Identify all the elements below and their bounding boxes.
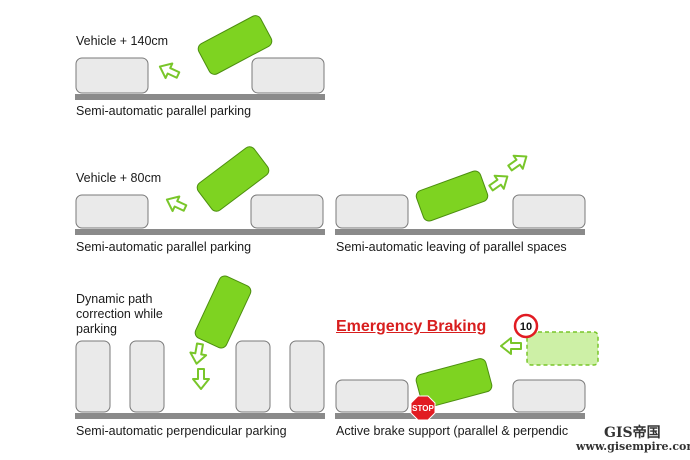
parked-car-left: [335, 194, 409, 229]
green-arrow: [158, 62, 181, 80]
caption-active-brake-support: Active brake support (parallel & perpend…: [336, 424, 569, 438]
watermark-url: www.gisempire.com: [576, 440, 690, 453]
green-car: [415, 358, 493, 408]
approaching-vehicle-ghost: [526, 331, 599, 366]
panel-emergency-braking: STOP 10: [335, 313, 599, 421]
caption-parallel-parking: Semi-automatic parallel parking: [76, 104, 252, 118]
parked-car: [129, 340, 165, 413]
note-vehicle-140cm: Vehicle + 140cm: [76, 34, 169, 48]
parked-car-right: [512, 379, 586, 413]
parked-car-left: [335, 379, 409, 413]
panel-parallel-80cm: [75, 146, 325, 235]
stop-sign-icon: STOP: [410, 395, 436, 421]
speed-limit-value: 10: [520, 321, 532, 333]
parked-car-left: [75, 57, 149, 94]
curb: [335, 229, 585, 235]
green-arrow: [507, 154, 528, 172]
watermark-brand: GIS帝国: [604, 425, 661, 441]
parked-car: [75, 340, 111, 413]
green-arrow: [165, 195, 188, 213]
green-arrow: [189, 342, 208, 365]
stop-sign-text: STOP: [412, 404, 434, 413]
green-arrow: [488, 174, 509, 192]
curb: [75, 229, 325, 235]
note-dynamic-path-correction: Dynamic path correction while parking: [76, 292, 163, 336]
green-car: [197, 15, 273, 75]
curb: [75, 94, 325, 100]
speed-limit-sign-icon: 10: [513, 313, 539, 339]
caption-leaving-parallel: Semi-automatic leaving of parallel space…: [336, 240, 567, 254]
green-car: [415, 170, 489, 222]
emergency-braking-title: Emergency Braking: [336, 318, 487, 335]
caption-parallel-parking: Semi-automatic parallel parking: [76, 240, 252, 254]
panel-leaving-parallel: [335, 154, 586, 235]
green-car: [194, 275, 252, 349]
parked-car-right: [512, 194, 586, 229]
parked-car: [235, 340, 271, 413]
parked-car-right: [251, 57, 325, 94]
panel-parallel-140cm: [75, 15, 325, 100]
green-arrow: [192, 368, 210, 390]
green-car: [196, 146, 270, 212]
green-arrow: [500, 337, 522, 355]
parked-car: [289, 340, 325, 413]
curb: [335, 413, 585, 419]
panel-perpendicular: [75, 275, 325, 419]
note-vehicle-80cm: Vehicle + 80cm: [76, 171, 162, 185]
parked-car-left: [75, 194, 149, 229]
caption-perpendicular-parking: Semi-automatic perpendicular parking: [76, 424, 287, 438]
curb: [75, 413, 325, 419]
parked-car-right: [250, 194, 324, 229]
